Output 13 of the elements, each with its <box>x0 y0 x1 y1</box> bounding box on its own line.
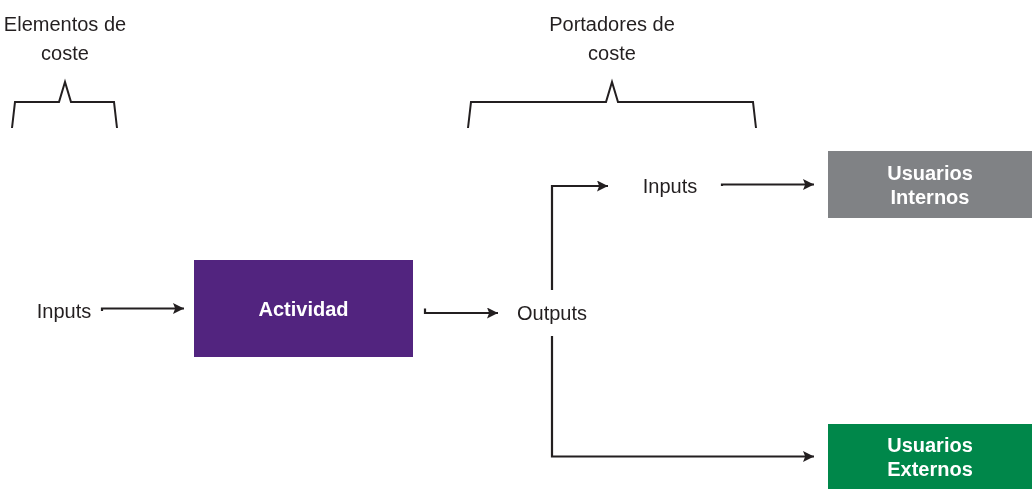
arrow <box>423 307 498 319</box>
external-users-box: Usuarios Externos <box>828 424 1032 489</box>
arrow <box>100 303 184 314</box>
bracket-label: Elementos de coste <box>2 12 128 66</box>
bracket-label: Portadores de coste <box>548 12 676 66</box>
text-label: Inputs <box>642 174 698 198</box>
arrow <box>550 180 608 290</box>
arrow <box>720 179 814 190</box>
text-label: Outputs <box>516 301 587 325</box>
activity-box: Actividad <box>194 260 413 357</box>
internal-users-box: Usuarios Internos <box>828 151 1032 218</box>
text-label: Inputs <box>36 299 92 323</box>
arrow <box>550 336 814 462</box>
